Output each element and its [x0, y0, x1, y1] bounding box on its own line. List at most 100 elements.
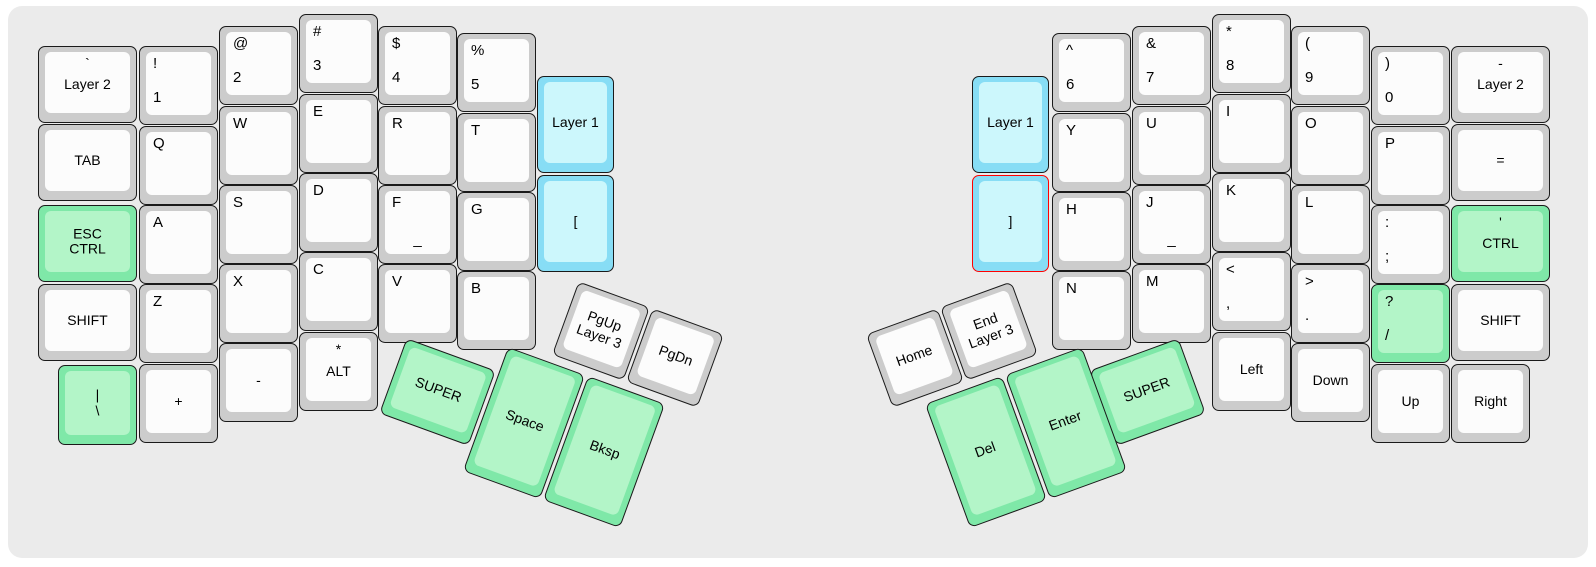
key-lk-esc-ctrl[interactable]: ESC CTRL — [38, 205, 137, 282]
key-lk-q[interactable]: Q — [139, 126, 218, 205]
key-rk-o[interactable]: O — [1291, 106, 1370, 185]
key-lk-a[interactable]: A — [139, 205, 218, 284]
keycap-surface: *ALT — [306, 338, 371, 401]
key-legend-center: Down — [1312, 371, 1349, 388]
key-lk-alt[interactable]: *ALT — [299, 332, 378, 411]
key-lk-z[interactable]: Z — [139, 284, 218, 363]
key-lk-plus[interactable]: + — [139, 364, 218, 443]
keycap-surface: F_ — [385, 191, 450, 254]
key-lk-2[interactable]: @ 2 — [219, 26, 298, 105]
key-lk-shift[interactable]: SHIFT — [38, 284, 137, 361]
key-legend-center: Right — [1474, 392, 1507, 409]
key-rk-minus-layer2[interactable]: -Layer 2 — [1451, 46, 1550, 123]
keycap-surface: N — [1059, 277, 1124, 340]
key-rk-p[interactable]: P — [1371, 126, 1450, 205]
keycap-surface: Right — [1458, 370, 1523, 433]
keycap-surface: % 5 — [464, 39, 529, 102]
key-lk-lbracket[interactable]: [ — [537, 175, 614, 272]
key-lk-f[interactable]: F_ — [378, 185, 457, 264]
key-lk-layer1[interactable]: Layer 1 — [537, 76, 614, 173]
key-rk-left[interactable]: Left — [1212, 332, 1291, 411]
keycap-surface: K — [1219, 179, 1284, 242]
key-legend-top: ` — [85, 55, 90, 71]
key-legend: ^ 6 — [1066, 42, 1075, 93]
key-lk-v[interactable]: V — [378, 264, 457, 343]
keycap-surface: R — [385, 112, 450, 175]
key-legend-center: SUPER — [1121, 373, 1172, 406]
keycap-surface: J_ — [1139, 191, 1204, 254]
key-rk-h[interactable]: H — [1052, 192, 1131, 271]
key-rk-quote-ctrl[interactable]: ' CTRL — [1451, 205, 1550, 282]
keycap-surface: ? / — [1378, 290, 1443, 353]
key-rk-y[interactable]: Y — [1052, 113, 1131, 192]
key-lk-x[interactable]: X — [219, 264, 298, 343]
key-lk-minus[interactable]: - — [219, 343, 298, 422]
key-lk-pipe-backslash[interactable]: | \ — [58, 365, 137, 445]
key-rk-n[interactable]: N — [1052, 271, 1131, 350]
key-rk-equal[interactable]: = — [1451, 124, 1550, 201]
keycap-surface: [ — [544, 181, 607, 262]
key-rk-rbracket[interactable]: ] — [972, 175, 1049, 272]
keycap-surface: ' CTRL — [1458, 211, 1543, 272]
keycap-surface: S — [226, 191, 291, 254]
key-legend-center: Layer 1 — [987, 113, 1034, 130]
key-lk-s[interactable]: S — [219, 185, 298, 264]
keycap-surface: PgDn — [635, 316, 716, 396]
key-legend-center: ] — [1008, 212, 1013, 229]
key-rk-i[interactable]: I — [1212, 94, 1291, 173]
key-legend-center: [ — [573, 212, 578, 229]
keycap-surface: ) 0 — [1378, 52, 1443, 115]
key-rk-u[interactable]: U — [1132, 106, 1211, 185]
key-rk-0[interactable]: ) 0 — [1371, 46, 1450, 125]
key-legend: U — [1146, 115, 1157, 132]
keycap-surface: SHIFT — [1458, 290, 1543, 351]
key-lk-b[interactable]: B — [457, 271, 536, 350]
key-lk-grave-layer2[interactable]: `Layer 2 — [38, 46, 137, 123]
key-legend-top: ' — [1499, 214, 1502, 230]
key-rk-k[interactable]: K — [1212, 173, 1291, 252]
key-rk-down[interactable]: Down — [1291, 343, 1370, 422]
key-rk-6[interactable]: ^ 6 — [1052, 33, 1131, 112]
key-legend: P — [1385, 135, 1396, 152]
key-lk-c[interactable]: C — [299, 252, 378, 331]
keycap-surface: PgUp Layer 3 — [561, 289, 642, 369]
key-lk-1[interactable]: ! 1 — [139, 46, 218, 125]
keycap-surface: - — [226, 349, 291, 412]
keycap-surface: > . — [1298, 270, 1363, 333]
key-rk-8[interactable]: * 8 — [1212, 14, 1291, 93]
key-legend-center: CTRL — [1482, 235, 1519, 252]
key-rk-period[interactable]: > . — [1291, 264, 1370, 343]
key-rk-m[interactable]: M — [1132, 264, 1211, 343]
key-rk-7[interactable]: & 7 — [1132, 26, 1211, 105]
key-rk-layer1[interactable]: Layer 1 — [972, 76, 1049, 173]
key-legend: O — [1305, 115, 1317, 132]
key-lk-w[interactable]: W — [219, 106, 298, 185]
key-lk-tab[interactable]: TAB — [38, 124, 137, 201]
key-lk-e[interactable]: E — [299, 94, 378, 173]
keycap-surface: Z — [146, 290, 211, 353]
key-rk-9[interactable]: ( 9 — [1291, 26, 1370, 105]
key-lk-t[interactable]: T — [457, 113, 536, 192]
key-legend: ! 1 — [153, 55, 162, 106]
key-rk-l[interactable]: L — [1291, 185, 1370, 264]
key-lk-g[interactable]: G — [457, 192, 536, 271]
key-rk-comma[interactable]: < , — [1212, 252, 1291, 331]
key-rk-semicolon[interactable]: : ; — [1371, 205, 1450, 284]
key-rk-slash[interactable]: ? / — [1371, 284, 1450, 363]
key-legend-center: | \ — [95, 386, 100, 418]
key-legend-center: SUPER — [413, 373, 464, 406]
keycap-surface: Down — [1298, 349, 1363, 412]
key-rk-right[interactable]: Right — [1451, 364, 1530, 443]
key-rk-j[interactable]: J_ — [1132, 185, 1211, 264]
key-lk-4[interactable]: $ 4 — [378, 26, 457, 105]
key-lk-3[interactable]: # 3 — [299, 14, 378, 93]
key-lk-5[interactable]: % 5 — [457, 33, 536, 112]
key-lk-r[interactable]: R — [378, 106, 457, 185]
keycap-surface: ! 1 — [146, 52, 211, 115]
keycap-surface: SHIFT — [45, 290, 130, 351]
key-rk-up[interactable]: Up — [1371, 364, 1450, 443]
key-legend: Y — [1066, 122, 1077, 139]
key-legend: Q — [153, 135, 165, 152]
key-rk-shift[interactable]: SHIFT — [1451, 284, 1550, 361]
key-lk-d[interactable]: D — [299, 173, 378, 252]
